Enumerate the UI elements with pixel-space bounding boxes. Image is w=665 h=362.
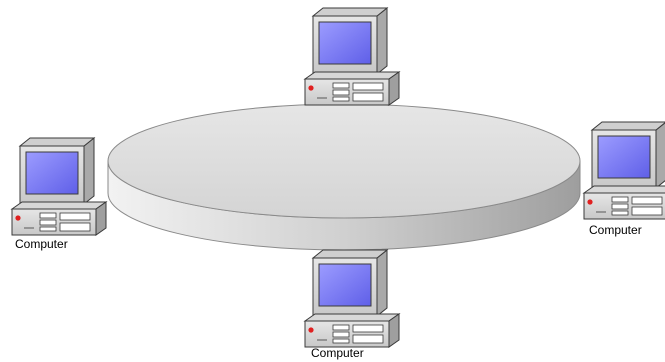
- computer-label-left: Computer: [15, 237, 68, 251]
- computer-icon-bottom: [305, 250, 399, 347]
- computer-label-right: Computer: [589, 223, 642, 237]
- ring-top: [108, 104, 580, 218]
- computer-icon-top: [305, 8, 399, 105]
- computer-icon-right: [584, 122, 665, 219]
- computer-label-bottom: Computer: [311, 346, 364, 360]
- ring: [108, 104, 580, 250]
- computer-icon-left: [12, 138, 106, 235]
